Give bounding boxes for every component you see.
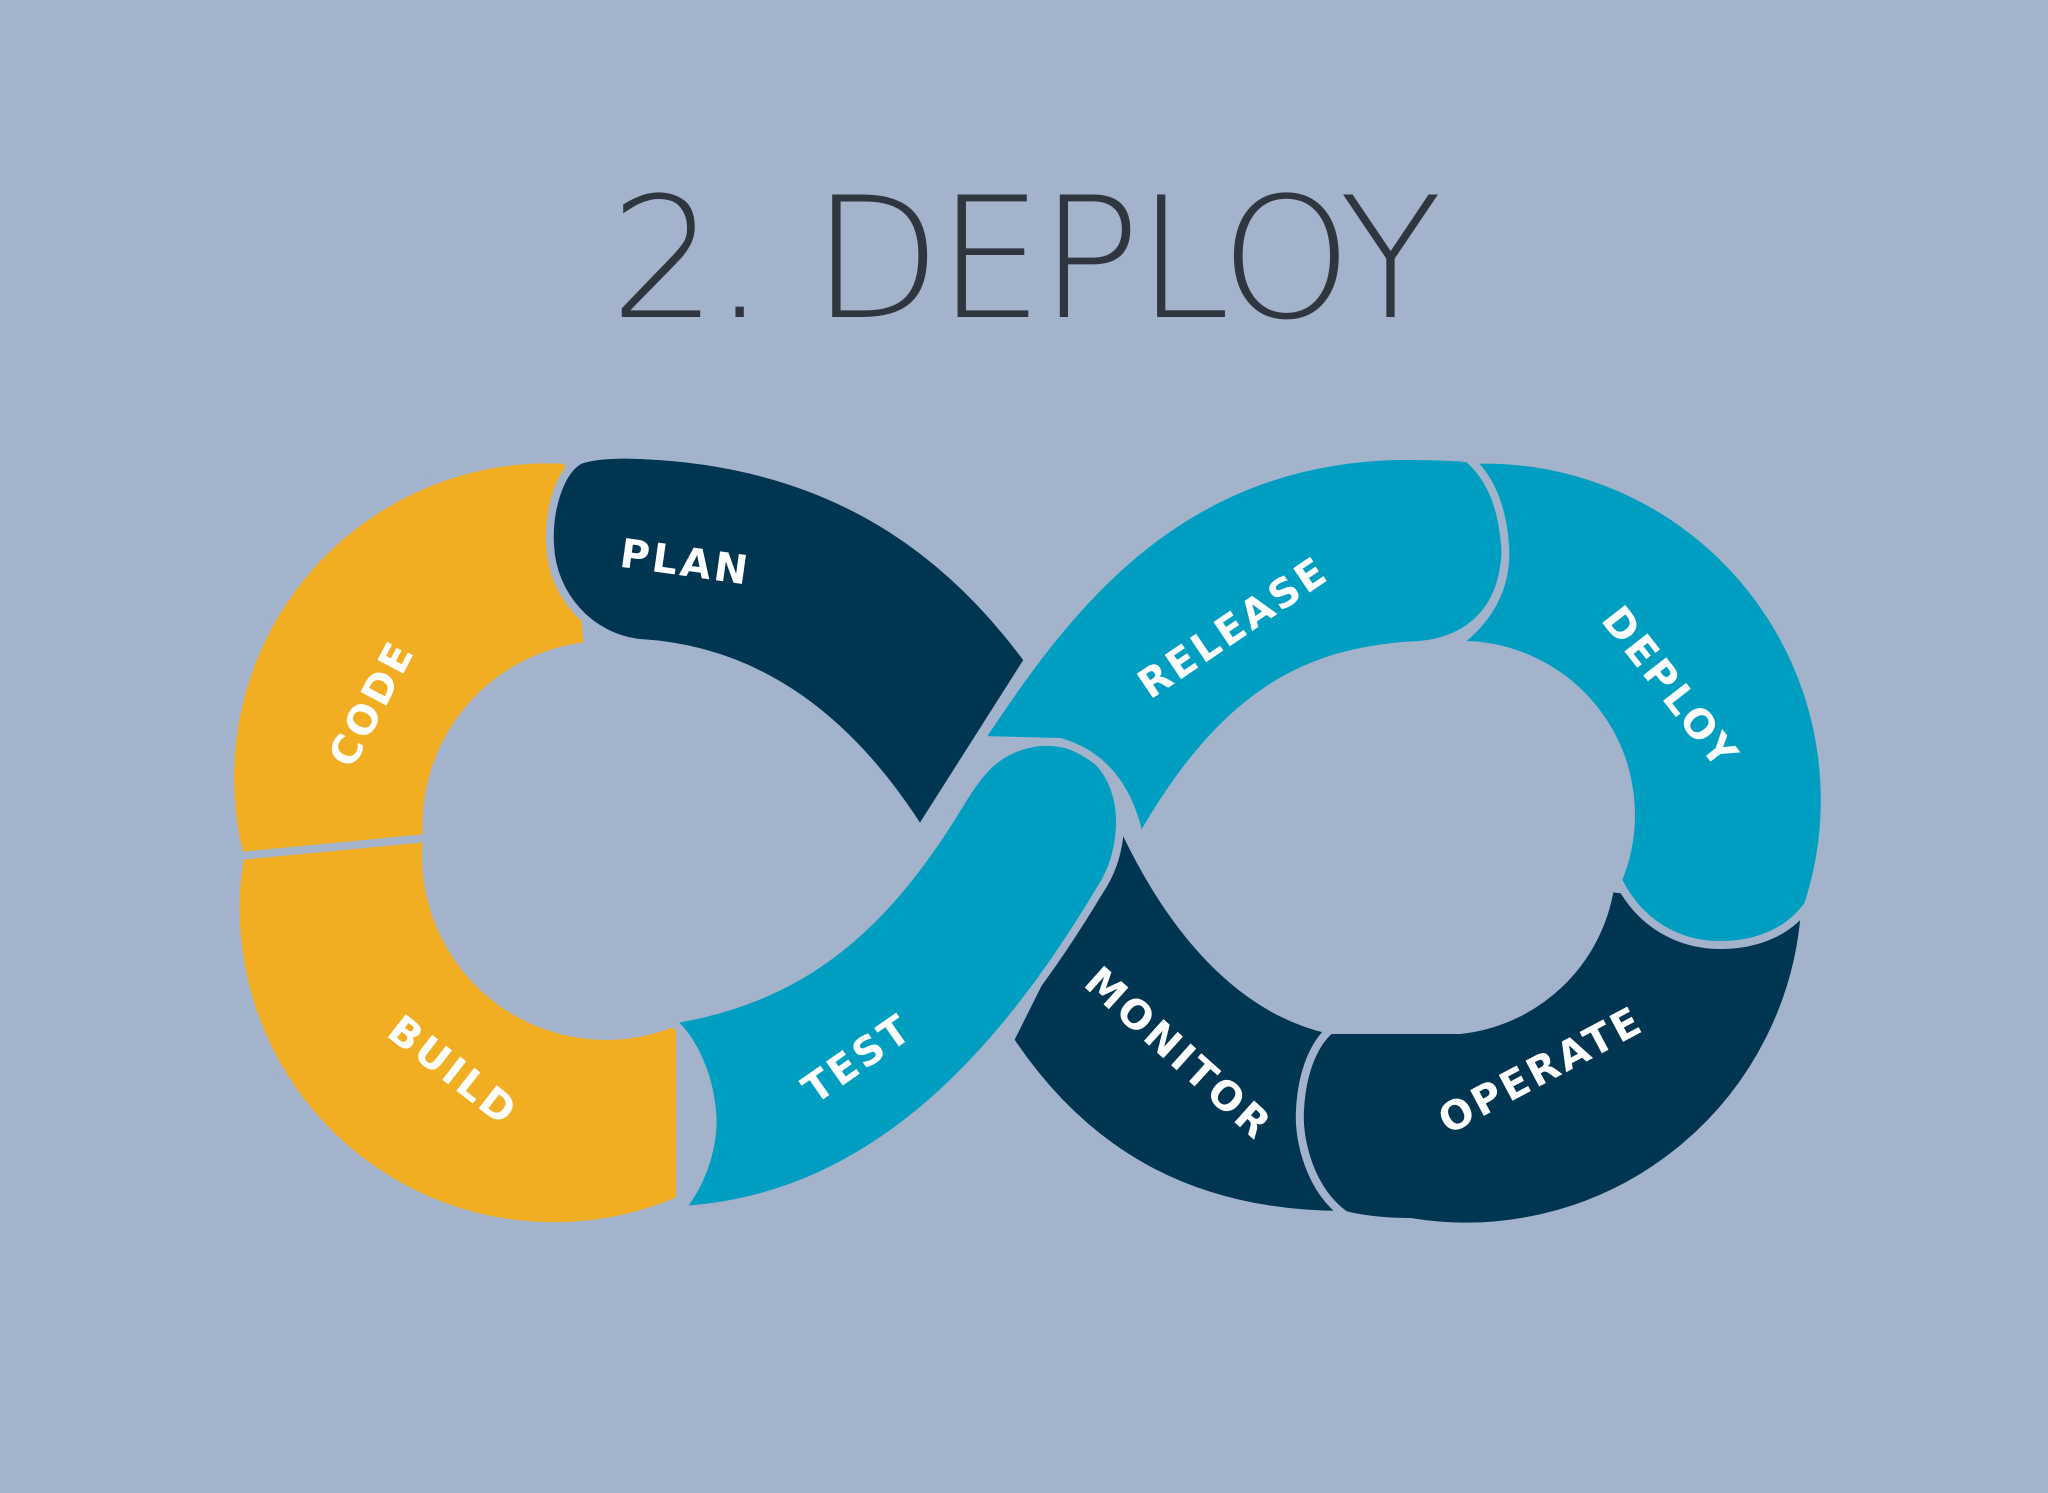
operate-segment (1295, 884, 1809, 1231)
code-segment (226, 455, 592, 860)
plan-segment (545, 450, 1032, 834)
deploy-segment (1451, 455, 1829, 949)
test-segment (666, 737, 1124, 1214)
build-segment (231, 834, 684, 1231)
page-title: 2. DEPLOY (610, 161, 1442, 357)
monitor-segment (1006, 816, 1349, 1219)
